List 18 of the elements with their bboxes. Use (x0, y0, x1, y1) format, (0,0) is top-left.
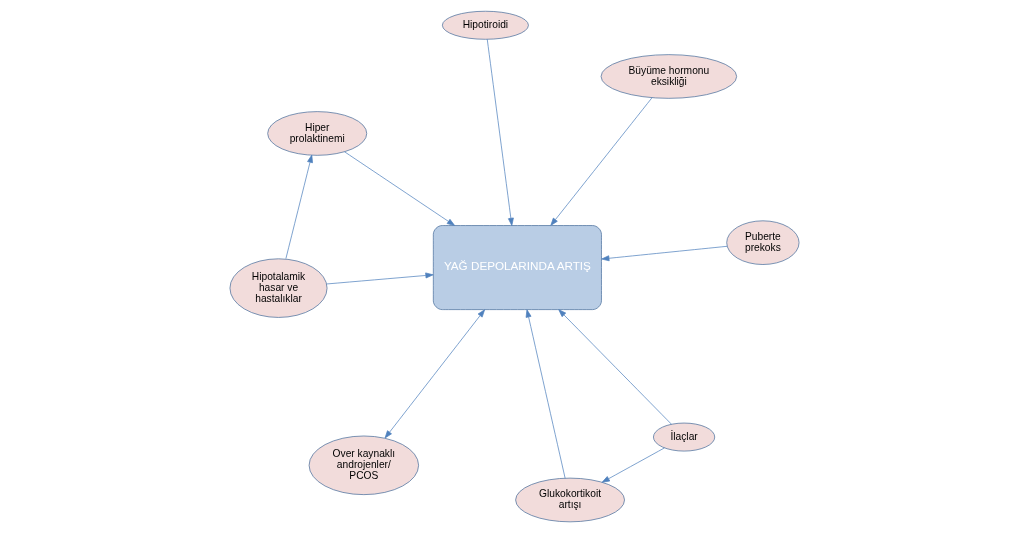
arrow (600, 245, 728, 262)
arrow (384, 309, 485, 439)
arrow (285, 154, 313, 260)
node-ellipse: Hiper prolaktinemi (266, 111, 367, 156)
node-ellipse: Over kaynaklı androjenler/ PCOS (308, 435, 419, 495)
node-ellipse: Hipotalamik hasar ve hastalıklar (229, 258, 327, 318)
node-ellipse: Puberte prekoks (725, 220, 799, 265)
node-ellipse: Büyüme hormonu eksikliği (600, 54, 737, 99)
arrow (486, 38, 514, 226)
arrow (549, 97, 652, 226)
arrow (326, 272, 433, 285)
arrow (601, 447, 665, 483)
node-box: YAĞ DEPOLARINDA ARTIŞ (432, 225, 602, 310)
arrow (557, 309, 672, 425)
node-ellipse: İlaçlar (652, 422, 715, 452)
node-ellipse: Hipotiroidi (441, 10, 529, 40)
arrow (343, 151, 455, 226)
arrow (525, 309, 566, 479)
